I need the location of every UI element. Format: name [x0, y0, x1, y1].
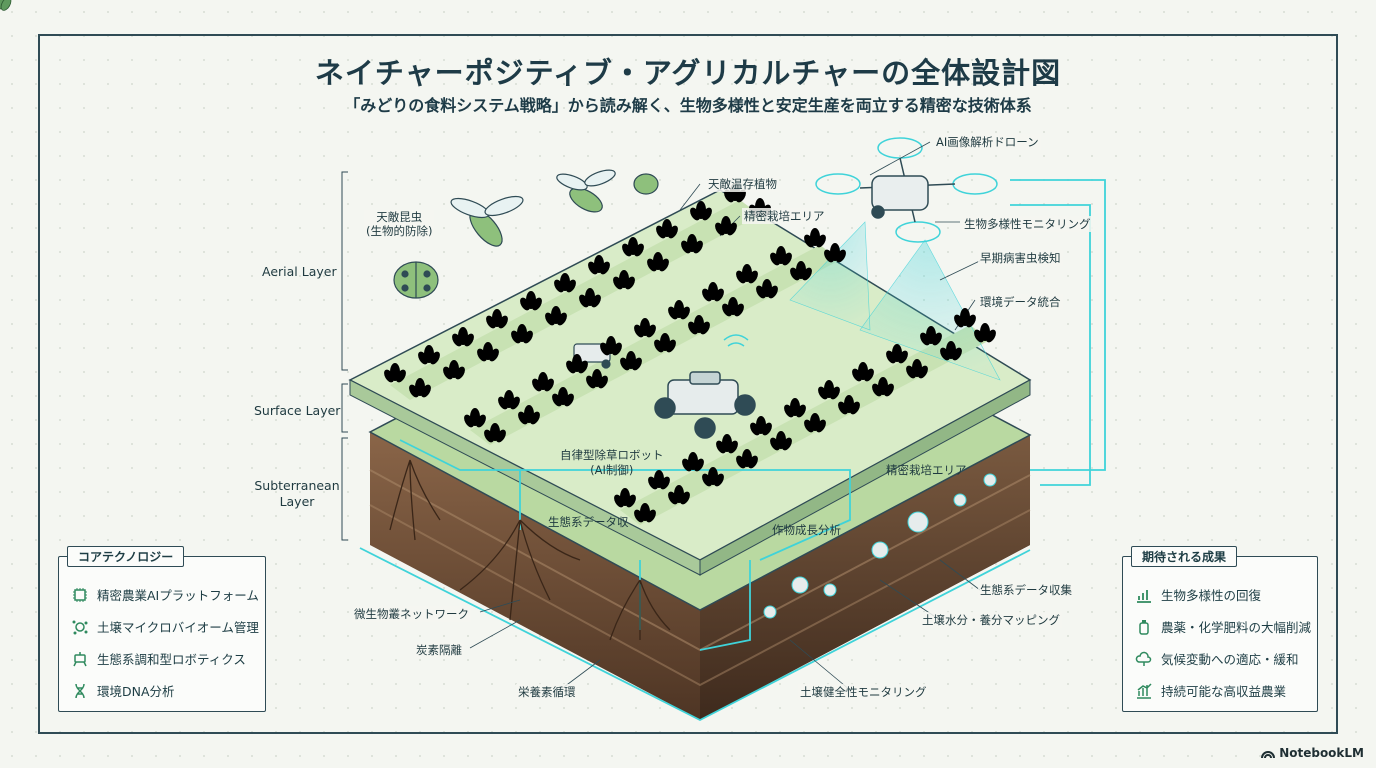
aerial-layer-label: Aerial Layer [262, 264, 337, 279]
robot-icon [73, 651, 87, 666]
core-tech-item: 生態系調和型ロボティクス [71, 649, 246, 668]
early-pest-label: 早期病害虫検知 [978, 250, 1063, 266]
blueprint-frame [38, 34, 1338, 734]
eco-data-collect-label: 生態系データ収集 [978, 582, 1074, 598]
ladybug [393, 261, 439, 299]
crop-plants [0, 0, 12, 11]
enemy-plants-label: 天敵温存植物 [706, 176, 779, 192]
cloud-leaf-icon [1135, 651, 1152, 666]
bar-chart-icon [1137, 682, 1152, 699]
soil-sensor-network [763, 473, 997, 619]
precision-area-field-label: 精密栽培エリア [886, 463, 967, 477]
soil-health-label: 土壌健全性モニタリング [798, 684, 929, 700]
core-tech-item: 土壌マイクロバイオーム管理 [71, 617, 259, 636]
beetle [633, 173, 659, 195]
core-tech-item: 環境DNA分析 [71, 681, 175, 700]
biodiversity-monitoring-label: 生物多様性モニタリング [962, 216, 1093, 232]
weeding-robot [654, 334, 756, 439]
growth-analysis-label: 作物成長分析 [772, 523, 841, 537]
eco-data-field-label: 生態系データ収 [548, 515, 629, 529]
growth-chart-icon [1137, 589, 1151, 603]
page-subtitle: 「みどりの食料システム戦略」から読み解く、生物多様性と安定生産を両立する精密な技… [344, 96, 1032, 115]
outcome-item: 生物多様性の回復 [1135, 585, 1261, 604]
outcomes-title: 期待される成果 [1131, 546, 1238, 567]
bottle-icon [1139, 619, 1149, 635]
outcome-item: 気候変動への適応・緩和 [1135, 649, 1299, 668]
wasp-2 [556, 169, 616, 213]
notebooklm-brand: NotebookLM [1261, 746, 1364, 760]
core-tech-box: コアテクノロジー 精密農業AIプラットフォーム 土壌マイクロバイオーム管理 生態… [58, 546, 266, 712]
microbe-network-label: 微生物叢ネットワーク [352, 606, 471, 622]
wasp-1 [450, 195, 524, 247]
outcomes-box: 期待される成果 生物多様性の回復 農薬・化学肥料の大幅削減 気候変動への適応・緩… [1122, 546, 1318, 712]
notebooklm-logo-icon [1261, 751, 1276, 759]
core-tech-item: 精密農業AIプラットフォーム [71, 585, 259, 604]
page-title: ネイチャーポジティブ・アグリカルチャーの全体設計図 [314, 56, 1062, 90]
subterranean-layer-label: Subterranean Layer [254, 478, 340, 509]
nutrient-cycle-label: 栄養素循環 [516, 684, 578, 700]
core-tech-title: コアテクノロジー [67, 546, 185, 567]
drone-label: AI画像解析ドローン [934, 134, 1041, 150]
carbon-label: 炭素隔離 [414, 642, 464, 658]
drone [815, 137, 998, 243]
layer-brackets [341, 171, 348, 541]
env-data-label: 環境データ統合 [978, 294, 1063, 310]
robot-label: 自律型除草ロボット (AI制御) [560, 448, 664, 477]
drone-beam-left [789, 221, 871, 331]
precision-area-top-label: 精密栽培エリア [742, 208, 827, 224]
microbe-icon [72, 620, 88, 634]
outcome-item: 農薬・化学肥料の大幅削減 [1135, 617, 1311, 636]
natural-enemy-label: 天敵昆虫 (生物的防除) [364, 210, 435, 238]
soil-mapping-label: 土壌水分・養分マッピング [920, 612, 1062, 628]
outcome-item: 持続可能な高収益農業 [1135, 681, 1286, 700]
chip-icon [73, 587, 87, 602]
roots [389, 459, 671, 641]
surface-layer-label: Surface Layer [254, 403, 341, 418]
dna-icon [75, 683, 85, 698]
